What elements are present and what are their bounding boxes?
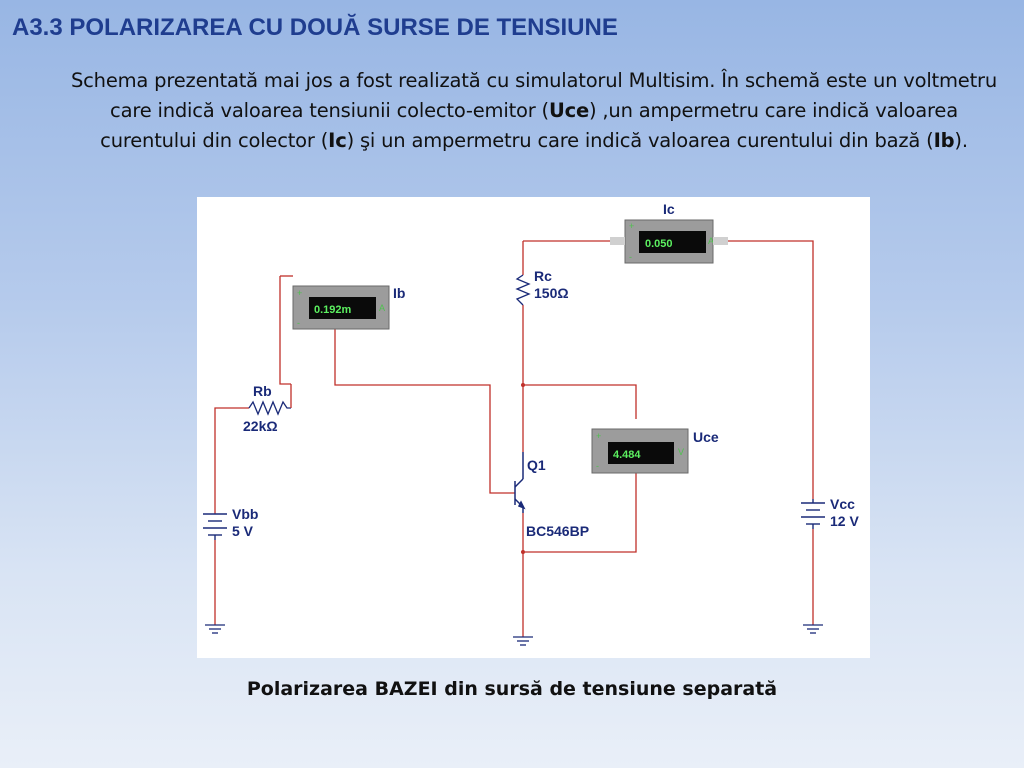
junction-dot — [521, 550, 525, 554]
wire-uce-minus — [525, 473, 637, 553]
wire-ib-base — [334, 329, 515, 494]
q1-model: BC546BP — [526, 523, 589, 539]
vcc-battery: Vcc 12 V — [801, 496, 859, 529]
schematic-svg: + - A 0.050 Ic + - A 0.192m Ib + - V 4.4… — [203, 201, 859, 646]
intro-text-4: ). — [954, 129, 968, 152]
svg-text:A: A — [379, 303, 385, 313]
uce-reading: 4.484 — [613, 449, 641, 461]
svg-text:-: - — [629, 252, 632, 262]
ib-reading: 0.192m — [314, 304, 352, 316]
vbb-battery: Vbb 5 V — [203, 506, 258, 540]
ic-label: Ic — [663, 201, 675, 217]
intro-text-1: Schema prezentată mai jos a fost realiza… — [70, 69, 998, 122]
q1-transistor: Q1 BC546BP — [514, 452, 589, 539]
svg-text:+: + — [629, 221, 634, 231]
circuit-schematic: + - A 0.050 Ic + - A 0.192m Ib + - V 4.4… — [197, 197, 870, 658]
vcc-value: 12 V — [830, 513, 859, 529]
svg-text:A: A — [708, 236, 714, 246]
ic-ammeter: + - A 0.050 Ic — [624, 201, 714, 264]
uce-label: Uce — [693, 429, 719, 445]
intro-bold-uce: Uce — [548, 99, 589, 122]
intro-paragraph: Schema prezentată mai jos a fost realiza… — [60, 66, 1008, 156]
intro-bold-ic: Ic — [328, 129, 347, 152]
svg-text:-: - — [596, 461, 599, 471]
ground-icon — [513, 636, 533, 646]
intro-bold-ib: Ib — [933, 129, 955, 152]
rb-value: 22kΩ — [243, 418, 278, 434]
rb-name: Rb — [253, 383, 272, 399]
ib-label: Ib — [393, 285, 405, 301]
ground-icon — [205, 624, 225, 634]
figure-caption: Polarizarea BAZEI din sursă de tensiune … — [246, 678, 778, 700]
svg-text:-: - — [297, 318, 300, 328]
uce-voltmeter: + - V 4.484 Uce — [591, 428, 719, 474]
junction-dot — [521, 383, 525, 387]
svg-text:+: + — [297, 288, 302, 298]
rb-resistor: Rb 22kΩ — [243, 383, 292, 434]
rc-value: 150Ω — [534, 285, 569, 301]
intro-text-2: ) ,un ampermetru care indică valoarea cu… — [100, 99, 958, 152]
wire-uce-plus — [523, 384, 637, 419]
wires — [214, 240, 814, 637]
wire-rb-top — [279, 276, 291, 385]
rc-resistor: Rc 150Ω — [515, 268, 569, 306]
rc-name: Rc — [534, 268, 552, 284]
q1-name: Q1 — [527, 457, 546, 473]
vcc-name: Vcc — [830, 496, 855, 512]
wire-ic-vcc — [728, 240, 814, 499]
svg-text:V: V — [678, 447, 684, 457]
ground-icon — [803, 624, 823, 634]
vbb-name: Vbb — [232, 506, 258, 522]
ib-ammeter: + - A 0.192m Ib — [292, 285, 405, 330]
svg-text:+: + — [596, 431, 601, 441]
slide-title: A3.3 POLARIZAREA CU DOUĂ SURSE DE TENSIU… — [12, 14, 618, 41]
wire-rb-vbb — [214, 407, 249, 514]
vbb-value: 5 V — [232, 523, 254, 539]
ic-reading: 0.050 — [645, 238, 673, 250]
intro-text-3: ) şi un ampermetru care indică valoarea … — [346, 129, 934, 152]
